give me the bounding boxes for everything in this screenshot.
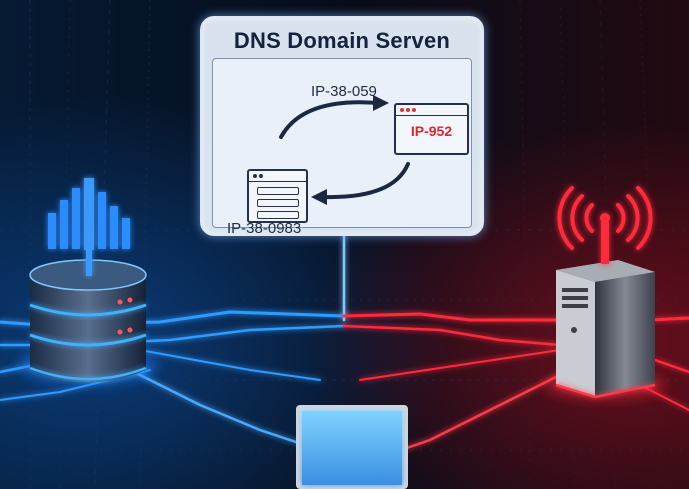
- red-line-4: [393, 368, 572, 454]
- bar-chart-icon: [48, 178, 130, 276]
- blue-line-1: [0, 310, 346, 327]
- dns-server-panel: DNS Domain Serven IP-38-059 IP-952: [200, 16, 484, 237]
- arrow-bottom-icon: [321, 162, 410, 200]
- laptop-icon: [296, 405, 408, 489]
- red-line-1: [342, 312, 562, 322]
- database-server-icon: [18, 259, 158, 385]
- red-line-5: [648, 316, 689, 322]
- exchange-arrows: [279, 95, 410, 205]
- red-line-6: [653, 358, 689, 374]
- window-ip-highlight: IP-952: [394, 103, 469, 155]
- server-tower-icon: [545, 260, 665, 399]
- red-line-2: [342, 324, 562, 347]
- ip-label-top: IP-38-059: [311, 83, 377, 100]
- ip-label-bottom: IP-38-0983: [227, 220, 302, 237]
- panel-title: DNS Domain Serven: [233, 28, 451, 53]
- ip-highlight-label: IP-952: [410, 123, 453, 139]
- panel-display: IP-38-059 IP-952: [212, 58, 472, 237]
- arrow-top-icon: [279, 100, 380, 139]
- blue-line-5: [139, 349, 321, 381]
- window-server-icon: [247, 169, 308, 223]
- blue-line-4: [118, 363, 307, 447]
- wireless-signal-icon: [557, 186, 653, 264]
- red-line-3: [359, 349, 561, 381]
